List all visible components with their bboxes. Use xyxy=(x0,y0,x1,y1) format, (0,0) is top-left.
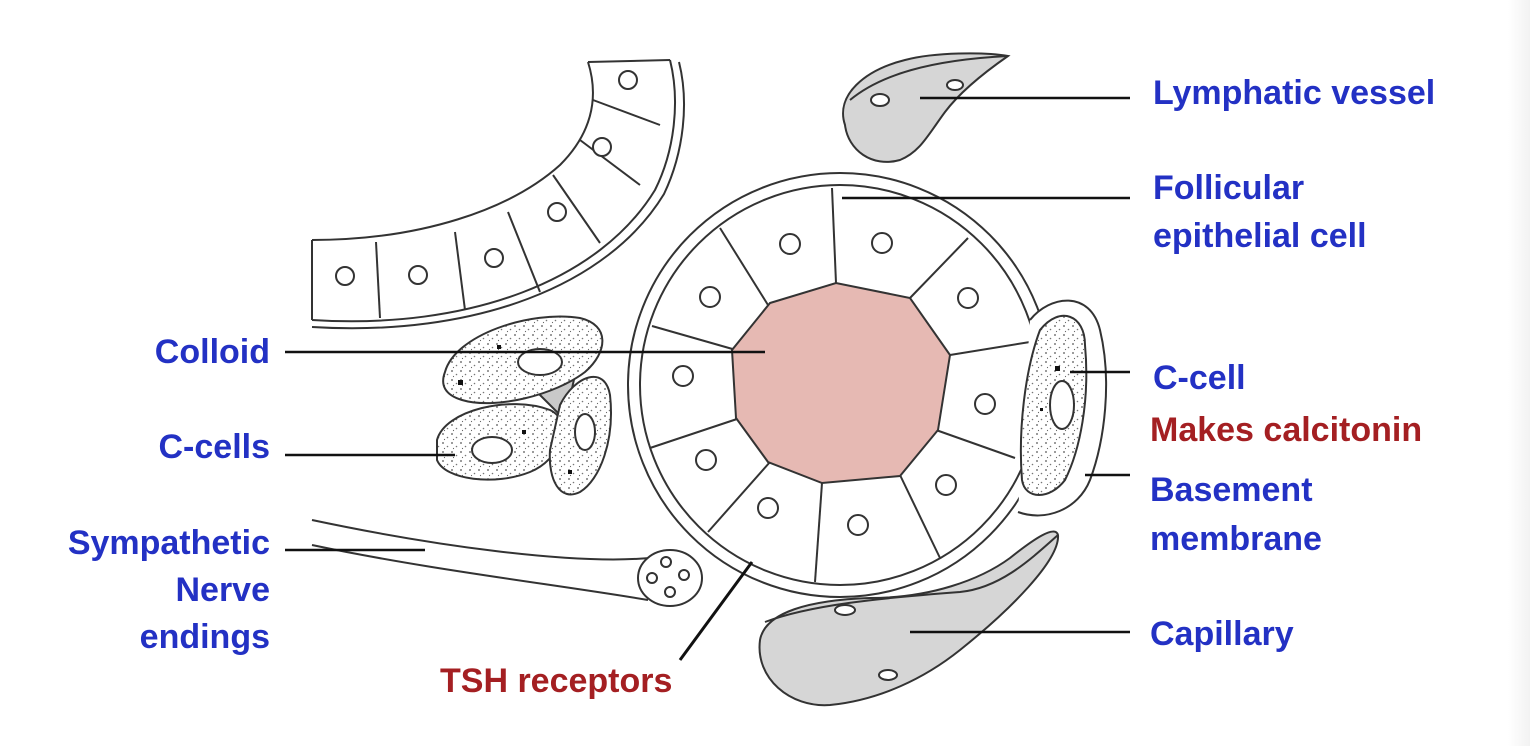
label-follicular-line2: epithelial cell xyxy=(1153,217,1367,255)
adjacent-follicle-outer-wall xyxy=(311,59,676,323)
capillary-shape xyxy=(758,530,1060,707)
lymphatic-vessel-shape xyxy=(842,52,1011,163)
right-c-cell xyxy=(1017,299,1108,517)
label-c-cell: C-cell xyxy=(1153,359,1246,397)
main-follicle xyxy=(627,172,1053,598)
c-cells-cluster xyxy=(436,315,612,496)
leader-tsh xyxy=(678,561,754,661)
label-sympathetic-line1: Sympathetic xyxy=(67,524,270,562)
label-colloid: Colloid xyxy=(154,333,270,371)
label-sympathetic-line2: Nerve xyxy=(175,571,270,609)
label-c-cells: C-cells xyxy=(158,428,271,466)
follicle-cell-walls xyxy=(649,187,1031,583)
adjacent-follicle-inner-wall xyxy=(311,61,594,241)
leader-lines xyxy=(285,96,1130,661)
label-basement-line2: membrane xyxy=(1150,520,1322,558)
label-basement-line1: Basement xyxy=(1150,471,1313,509)
adjacent-follicle-outer-wall-2 xyxy=(311,61,685,330)
label-sympathetic-line3: endings xyxy=(139,618,270,656)
sympathetic-nerve-fibre xyxy=(311,519,703,607)
adjacent-follicle xyxy=(311,59,685,330)
label-lymphatic-vessel: Lymphatic vessel xyxy=(1153,74,1436,112)
label-capillary: Capillary xyxy=(1150,615,1294,653)
label-tsh-receptors: TSH receptors xyxy=(440,662,673,700)
colloid-lumen xyxy=(730,281,952,485)
label-makes-calcitonin: Makes calcitonin xyxy=(1150,411,1423,449)
right-edge-shade xyxy=(1508,0,1530,746)
adjacent-follicle-nuclei xyxy=(335,70,638,286)
follicle-nuclei xyxy=(672,232,996,536)
label-follicular-line1: Follicular xyxy=(1153,169,1305,207)
adjacent-follicle-top-cap xyxy=(587,59,671,63)
